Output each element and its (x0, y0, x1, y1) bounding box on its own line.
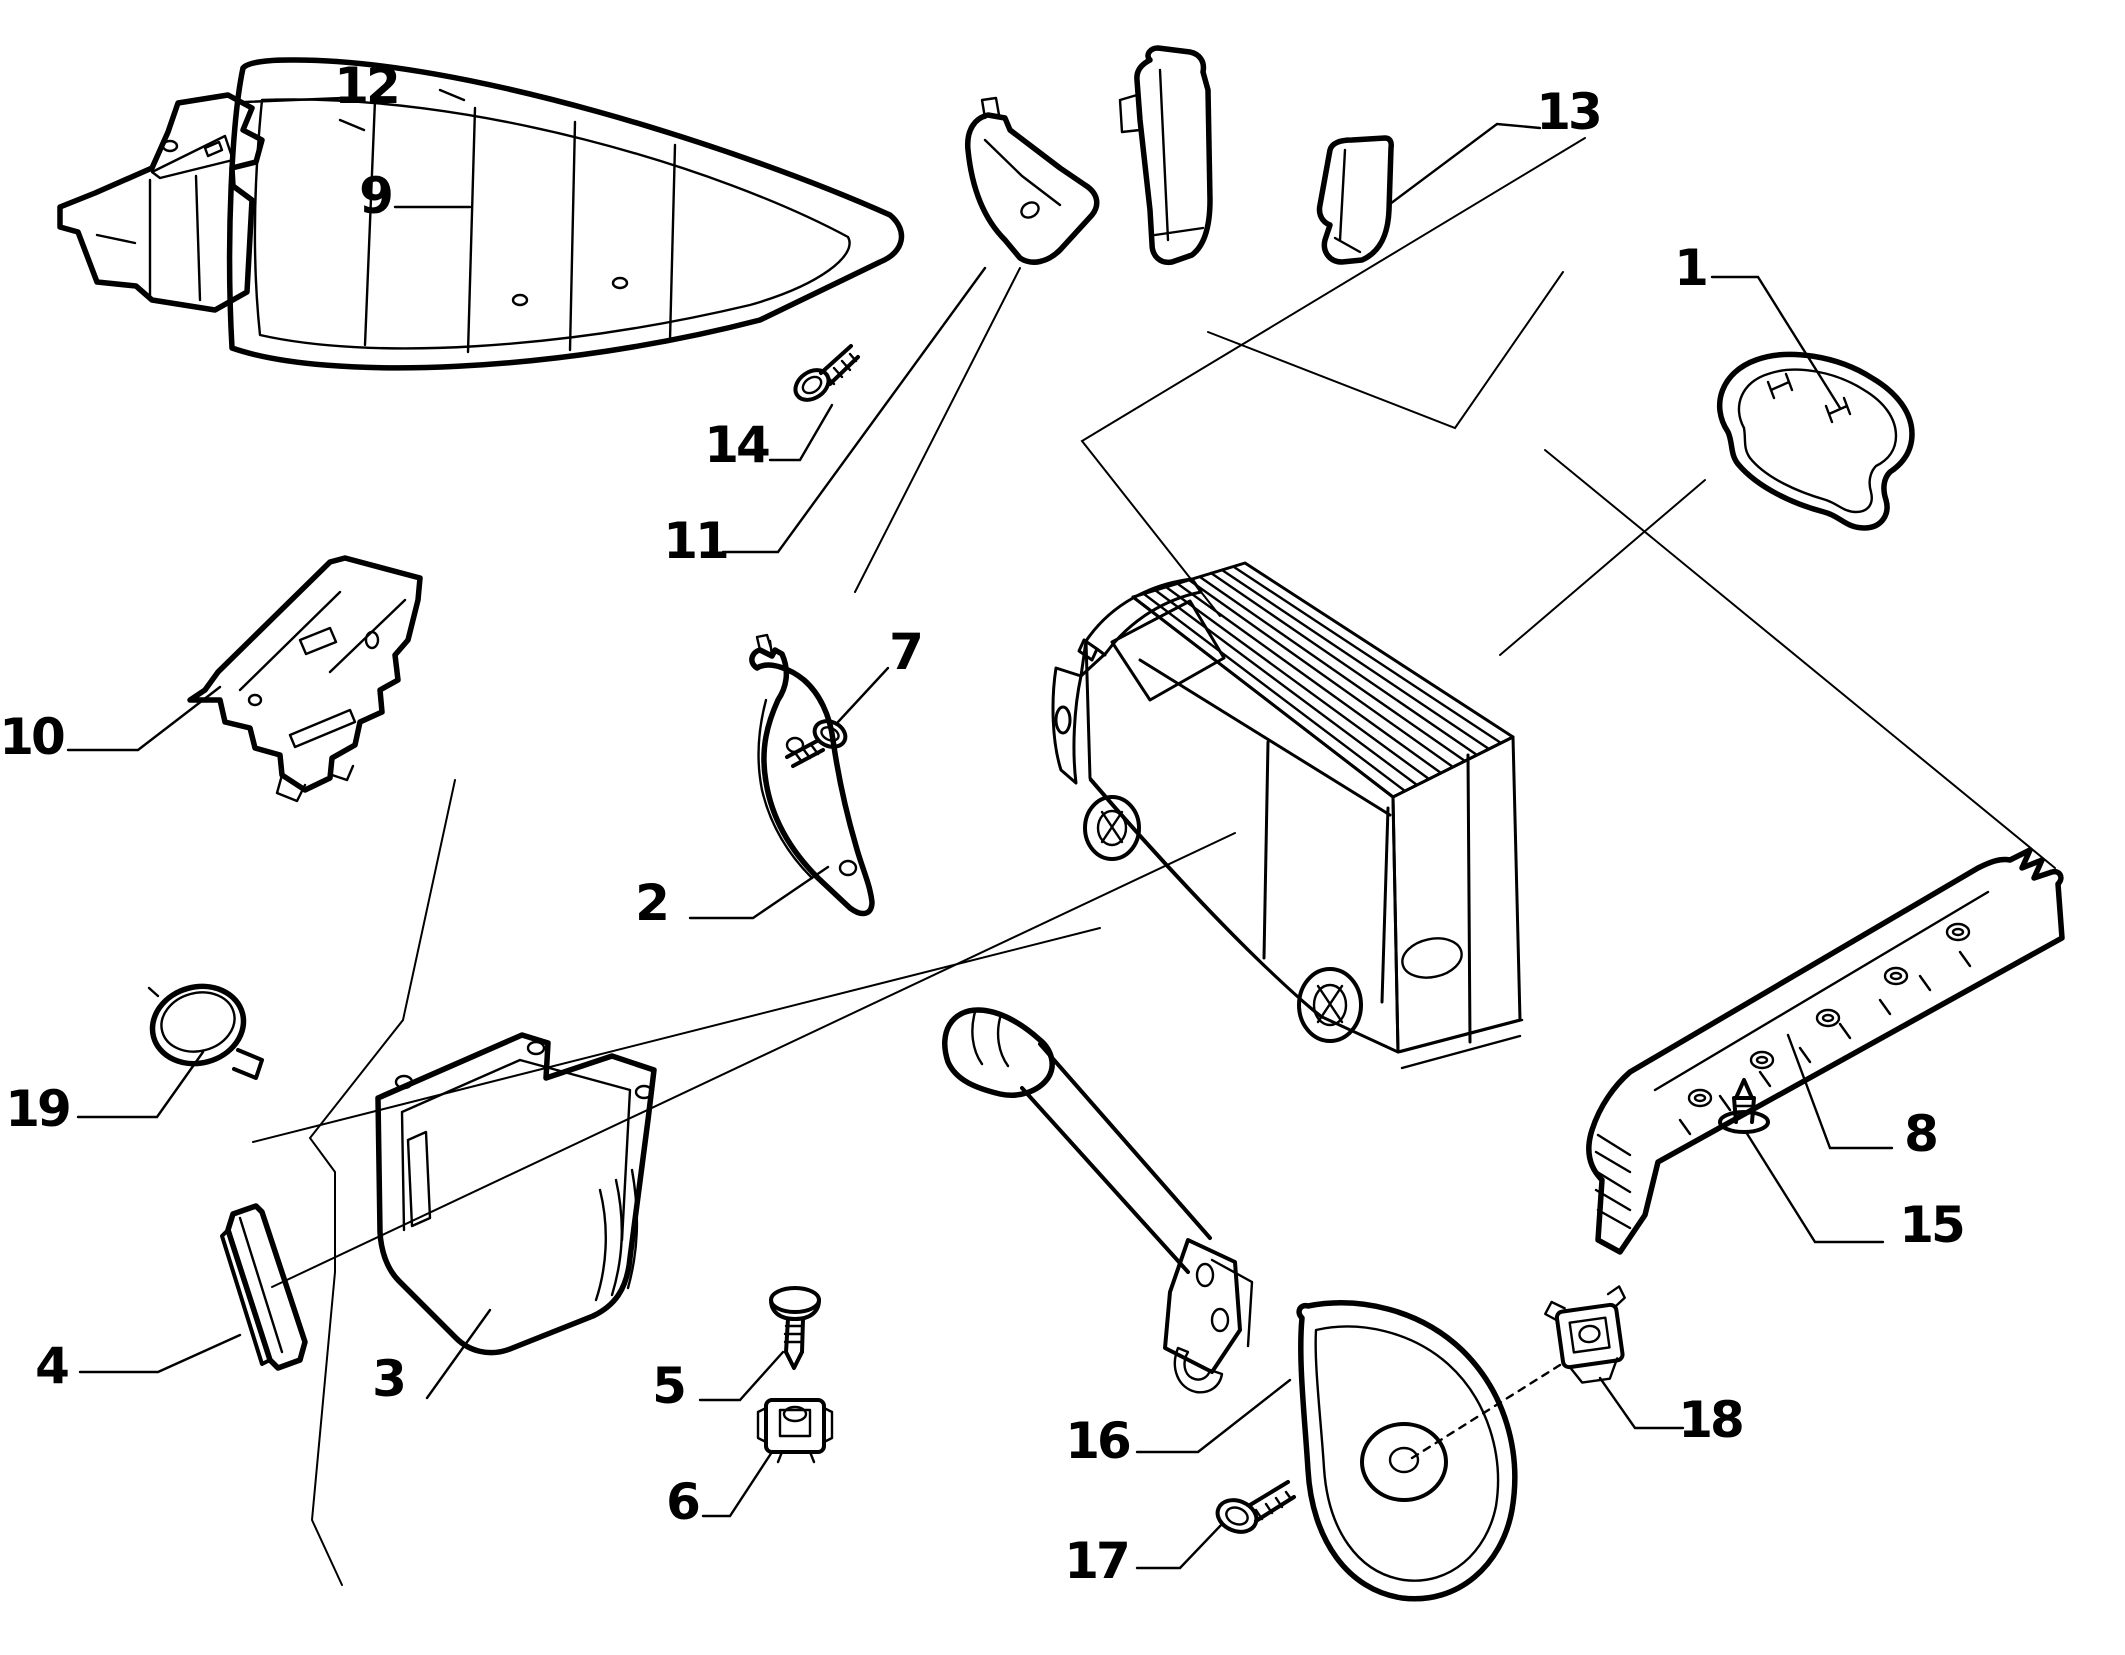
leader-18 (1598, 1376, 1685, 1430)
callout-1: 1 (1674, 239, 1706, 297)
leader-19 (76, 1050, 205, 1119)
part-15-push-pin (1718, 1078, 1770, 1134)
part-7-screw (785, 719, 848, 768)
callout-2: 2 (635, 874, 667, 932)
van-side-window (1110, 599, 1226, 702)
leader-6 (701, 1450, 774, 1518)
part-19-cap (147, 983, 264, 1080)
callout-3: 3 (372, 1350, 404, 1408)
callout-11: 11 (663, 512, 727, 570)
leader-4 (78, 1333, 242, 1374)
leader-14 (768, 403, 834, 462)
van-front-wheel (1083, 795, 1141, 861)
callout-16: 16 (1065, 1412, 1130, 1470)
van-roof-ribs (1142, 565, 1503, 793)
part-10-bracket (187, 555, 423, 803)
part-4-strip (220, 1203, 308, 1371)
callout-14: 14 (704, 416, 769, 474)
leader-11 (721, 266, 987, 554)
leader-10 (66, 685, 222, 752)
callout-7: 7 (889, 623, 921, 681)
part-5-screw (769, 1286, 821, 1370)
van-sliding-door (1262, 740, 1390, 1004)
part-11-trim-piece (965, 96, 1100, 265)
part-1-trim-cap (1717, 351, 1915, 531)
van-roof (1131, 561, 1515, 799)
leader-15 (1744, 1130, 1885, 1244)
part-16-handbrake-lever (942, 1007, 1254, 1394)
leader-8 (1786, 1033, 1894, 1150)
callout-12: 12 (334, 57, 398, 115)
callout-9: 9 (359, 167, 391, 225)
callout-5: 5 (652, 1357, 684, 1415)
callout-4: 4 (35, 1337, 68, 1395)
part-16-cover-disc (1296, 1300, 1518, 1602)
leader-5 (698, 1350, 785, 1402)
part-14-screw (793, 344, 860, 402)
leader-lines (66, 96, 1894, 1570)
callout-13: 13 (1536, 83, 1600, 141)
part-3-storage-box (375, 1032, 657, 1356)
leader-12 (243, 96, 345, 104)
callout-10: 10 (0, 708, 64, 766)
van-rear-doors (1391, 735, 1522, 1054)
leader-17 (1135, 1522, 1224, 1570)
van-rear-wheel (1297, 967, 1363, 1043)
leader-13 (1388, 122, 1542, 206)
van-mirror (1077, 638, 1107, 662)
leader-18-dashed (1410, 1363, 1562, 1460)
leader-2 (688, 865, 830, 920)
part-13-pillar-trim (1118, 45, 1394, 266)
part-18-clip (1544, 1285, 1626, 1384)
callout-6: 6 (666, 1473, 699, 1531)
callout-18: 18 (1678, 1391, 1742, 1449)
van-illustration (1051, 561, 1524, 1070)
callout-15: 15 (1899, 1196, 1963, 1254)
leader-1 (1710, 275, 1842, 410)
construction-lines (252, 137, 2056, 1586)
part-2-pillar-trim (749, 633, 875, 917)
part-9-trim-panel (226, 57, 905, 371)
callout-19: 19 (5, 1080, 69, 1138)
part-17-screw (1215, 1480, 1296, 1534)
part-8-sill-plate (1586, 847, 2065, 1255)
leader-16 (1135, 1378, 1292, 1454)
part-6-clip-nut (756, 1398, 834, 1464)
van-headlight (1054, 705, 1072, 735)
callout-17: 17 (1064, 1532, 1128, 1590)
leader-7 (836, 666, 890, 724)
callout-8: 8 (1904, 1105, 1936, 1163)
part-1-clips (1766, 372, 1852, 424)
callout-labels: 1 2 3 4 5 6 7 8 9 10 11 12 13 14 15 16 1… (0, 57, 1966, 1590)
leader-3 (425, 1308, 492, 1400)
sill-fastener-holes (1687, 922, 1971, 1108)
